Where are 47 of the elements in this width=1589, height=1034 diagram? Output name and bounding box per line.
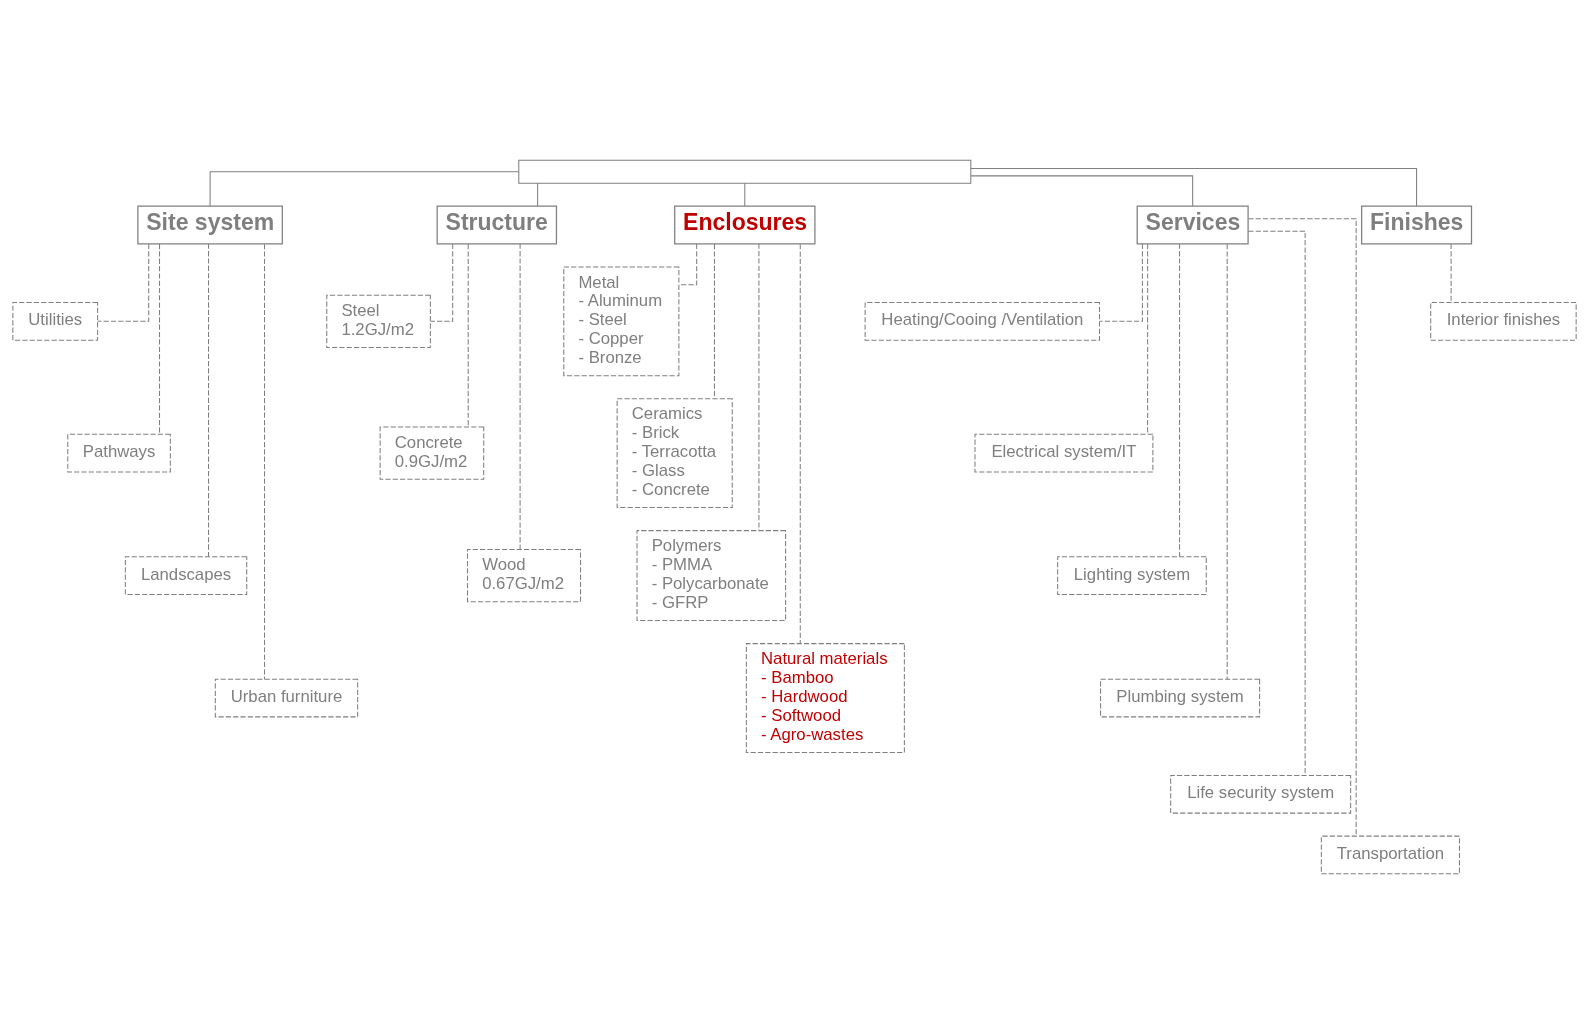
node-box: Transportation xyxy=(1320,835,1460,875)
node-box: Life security system xyxy=(1170,774,1352,814)
node-box: Landscapes xyxy=(124,556,248,595)
connector xyxy=(678,243,698,286)
node-box: Wood 0.67GJ/m2 xyxy=(467,548,582,603)
node-box: Heating/Cooing /Ventilation xyxy=(864,301,1101,341)
connector xyxy=(970,175,1194,207)
node-box: Steel 1.2GJ/m2 xyxy=(326,294,431,348)
connector xyxy=(467,243,469,428)
node-box: Services xyxy=(1136,205,1249,245)
node-box: Enclosures xyxy=(674,205,816,245)
connector xyxy=(1147,243,1149,435)
connector xyxy=(744,182,746,207)
connector xyxy=(429,243,454,322)
node-box: Polymers - PMMA - Polycarbonate - GFRP xyxy=(636,530,787,622)
node-box: Concrete 0.9GJ/m2 xyxy=(379,426,485,480)
connector xyxy=(1099,243,1143,322)
node-box: Metal - Aluminum - Steel - Copper - Bronze xyxy=(563,266,680,377)
connector xyxy=(159,243,161,435)
node-box: Lighting system xyxy=(1057,556,1207,595)
node-box: Pathways xyxy=(67,433,171,473)
connector xyxy=(970,168,1418,207)
node-box: Finishes xyxy=(1361,205,1473,245)
node-box: Utilities xyxy=(12,301,99,341)
node-box: Structure xyxy=(436,205,558,245)
connector xyxy=(758,243,760,531)
connector xyxy=(1247,218,1357,837)
connector xyxy=(1179,243,1181,558)
connector xyxy=(97,243,150,322)
node-box: Natural materials - Bamboo - Hardwood - Softwood - Agro-wastes xyxy=(745,643,905,753)
node-box: Interior finishes xyxy=(1430,301,1577,341)
node-box: Plumbing system xyxy=(1100,678,1261,718)
node-box xyxy=(518,159,972,184)
node-box: Urban furniture xyxy=(214,678,359,718)
connector xyxy=(537,182,539,207)
connector xyxy=(208,243,210,558)
connector xyxy=(209,171,519,207)
node-box: Site system xyxy=(137,205,283,245)
connector xyxy=(713,243,715,400)
connector xyxy=(799,243,801,644)
node-box: Ceramics - Brick - Terracotta - Glass - Concrete xyxy=(616,398,733,509)
connector xyxy=(1226,243,1228,680)
connector xyxy=(519,243,521,550)
connector xyxy=(1247,230,1306,776)
connector xyxy=(1450,243,1452,303)
node-box: Electrical system/IT xyxy=(974,433,1154,473)
connector xyxy=(264,243,266,680)
